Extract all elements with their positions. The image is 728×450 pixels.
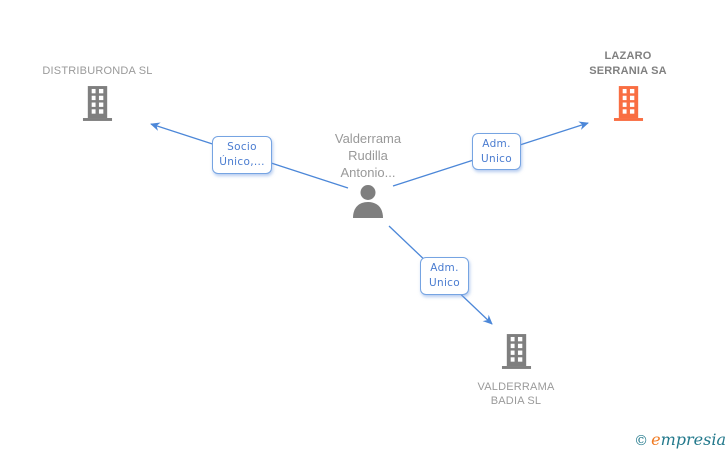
person-icon[interactable] [350, 185, 386, 223]
building-icon[interactable] [613, 86, 644, 126]
brand-wordmark: mpresia [660, 430, 726, 449]
building-icon[interactable] [501, 334, 532, 374]
relation-label-line: Unico [481, 152, 512, 165]
company-name-lazaro-serrania[interactable]: LAZARO SERRANIA SA [589, 49, 667, 79]
company-name-distriburonda[interactable]: DISTRIBURONDA SL [42, 65, 153, 77]
company-name-line: VALDERRAMA [477, 381, 555, 393]
person-name-line: Rudilla [348, 148, 388, 163]
company-name-valderrama-badia[interactable]: VALDERRAMA BADIA SL [478, 380, 555, 408]
person-name-line: Valderrama [334, 131, 402, 146]
relation-label-socio-unico[interactable]: Socio Único,... [212, 136, 272, 174]
company-name-line: BADIA SL [490, 395, 542, 407]
building-icon[interactable] [82, 86, 113, 126]
node-valderrama-badia[interactable]: VALDERRAMA BADIA SL [441, 334, 591, 408]
node-lazaro-serrania[interactable]: LAZARO SERRANIA SA [553, 49, 703, 126]
relation-label-adm-unico-bottom[interactable]: Adm. Unico [420, 257, 469, 295]
company-name-line: SERRANIA SA [589, 65, 667, 77]
copyright-icon: © [634, 433, 649, 449]
company-name-line: LAZARO [604, 50, 652, 62]
relation-label-line: Adm. [482, 137, 511, 150]
relation-label-line: Único,... [219, 156, 265, 168]
brand-letter-e: e [651, 430, 661, 449]
node-person-valderrama-rudilla[interactable]: Valderrama Rudilla Antonio... [308, 130, 428, 223]
relation-label-line: Unico [429, 277, 460, 289]
person-name[interactable]: Valderrama Rudilla Antonio... [335, 130, 401, 181]
node-distriburonda[interactable]: DISTRIBURONDA SL [10, 64, 185, 126]
empresia-logo[interactable]: ©empresia [634, 430, 726, 449]
relation-label-line: Socio [227, 141, 257, 153]
person-name-line: Antonio... [340, 165, 396, 180]
relation-label-adm-unico-top[interactable]: Adm. Unico [472, 133, 521, 170]
relation-label-line: Adm. [430, 262, 459, 274]
